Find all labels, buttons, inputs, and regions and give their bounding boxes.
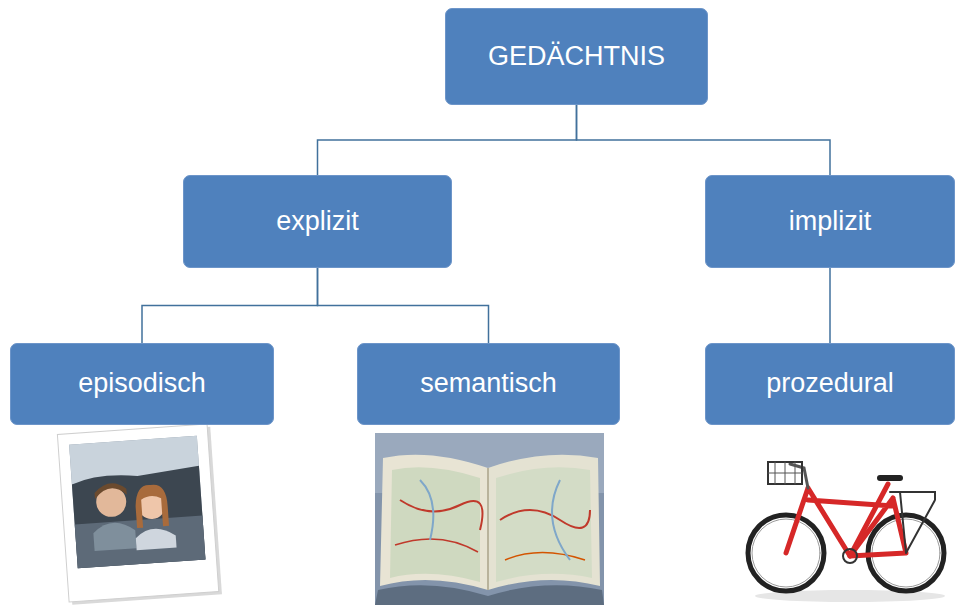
concept-box: GEDÄCHTNIS xyxy=(445,8,708,105)
box-label: explizit xyxy=(276,206,359,237)
box-label: semantisch xyxy=(420,368,557,399)
tree-connector xyxy=(577,105,831,175)
concept-box: episodisch xyxy=(10,343,274,425)
tree-connector xyxy=(829,268,831,343)
map-book xyxy=(375,433,604,605)
box-label: episodisch xyxy=(78,368,206,399)
concept-box: explizit xyxy=(183,175,452,268)
box-label: implizit xyxy=(789,206,872,237)
tree-connector xyxy=(318,268,489,343)
polaroid-photo xyxy=(57,424,222,605)
box-label: GEDÄCHTNIS xyxy=(488,41,665,72)
bicycle xyxy=(748,462,945,602)
tree-connector xyxy=(142,268,318,343)
concept-box: prozedural xyxy=(705,343,955,425)
tree-connector xyxy=(318,105,577,175)
concept-box: implizit xyxy=(705,175,955,268)
box-label: prozedural xyxy=(766,368,894,399)
concept-box: semantisch xyxy=(357,343,620,425)
